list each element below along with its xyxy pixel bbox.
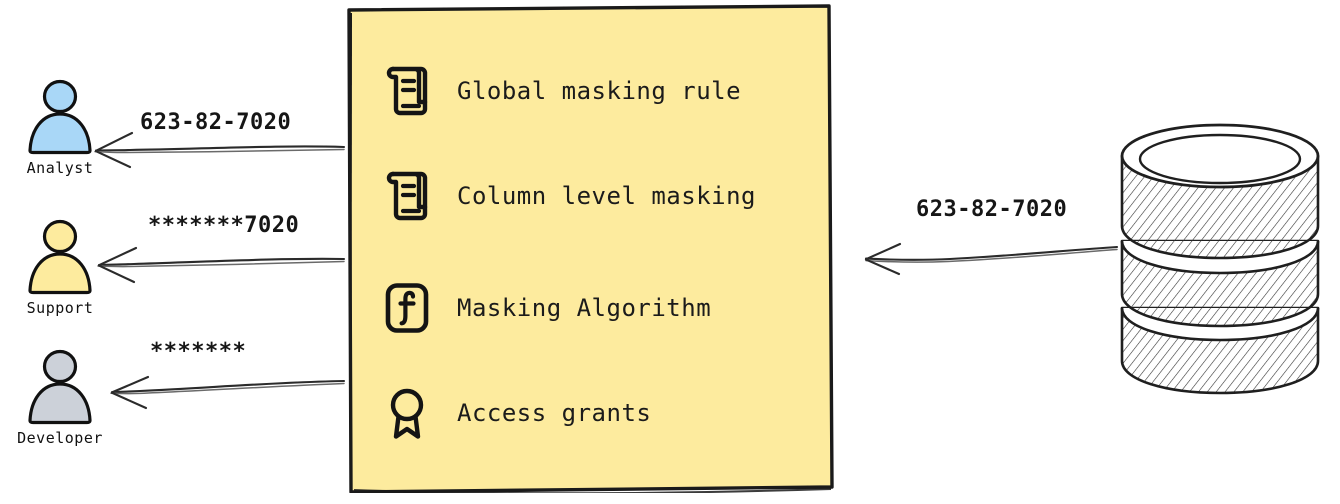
panel-row-global-masking-rule[interactable]: Global masking rule — [383, 61, 741, 121]
flow-label-from-database: 623-82-7020 — [916, 197, 1068, 222]
masking-policy-panel: Global masking rule Column level masking… — [345, 3, 834, 493]
panel-row-list: Global masking rule Column level masking… — [345, 3, 834, 493]
arrow-from-database — [864, 242, 1119, 276]
flow-label-to-analyst: 623-82-7020 — [140, 110, 292, 135]
panel-row-label: Global masking rule — [457, 77, 742, 105]
flow-label-to-developer: ******* — [150, 339, 247, 364]
panel-row-label: Masking Algorithm — [457, 294, 712, 322]
panel-row-column-level-masking[interactable]: Column level masking — [383, 166, 756, 226]
panel-row-label: Access grants — [457, 399, 652, 427]
actor-label: Analyst — [26, 159, 94, 177]
actor-developer[interactable]: Developer — [0, 348, 120, 447]
scroll-icon — [386, 66, 428, 116]
arrow-to-support — [97, 246, 346, 284]
flow-label-to-support: *******7020 — [148, 213, 300, 238]
award-icon — [390, 388, 424, 439]
actor-support[interactable]: Support — [0, 218, 120, 317]
panel-row-masking-algorithm[interactable]: Masking Algorithm — [383, 278, 711, 338]
function-icon — [385, 283, 429, 333]
arrow-to-developer — [110, 375, 346, 410]
database-cylinder-icon — [1120, 123, 1320, 395]
person-icon — [28, 219, 92, 295]
actor-label: Developer — [17, 429, 103, 447]
actor-analyst[interactable]: Analyst — [0, 78, 120, 177]
panel-background — [347, 4, 834, 493]
panel-row-label: Column level masking — [457, 182, 756, 210]
person-icon — [28, 79, 92, 155]
scroll-icon — [386, 171, 428, 221]
panel-row-access-grants[interactable]: Access grants — [383, 383, 651, 443]
arrow-to-analyst — [94, 131, 346, 169]
person-icon — [28, 349, 92, 425]
actor-label: Support — [26, 299, 94, 317]
